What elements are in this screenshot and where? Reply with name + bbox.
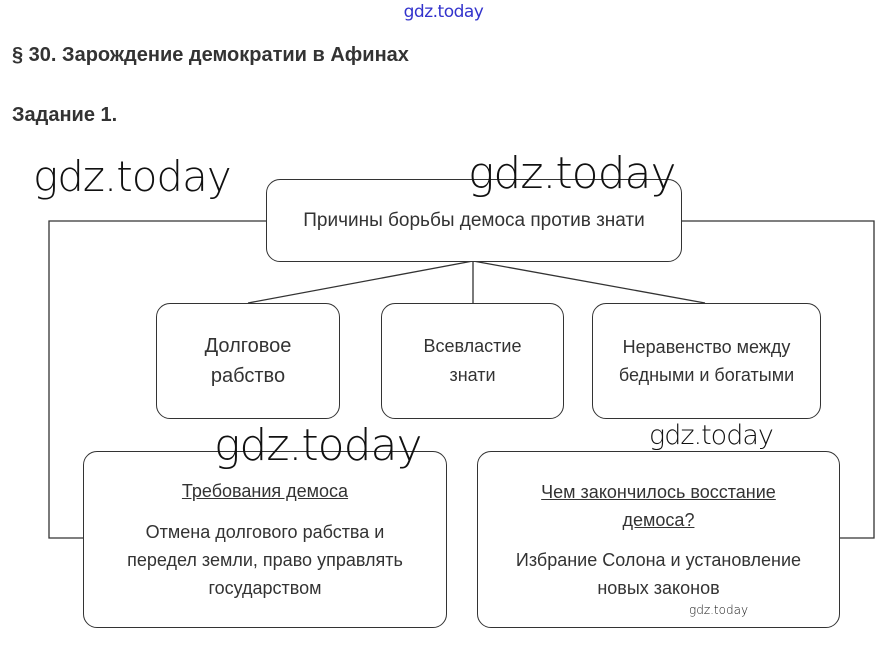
cause-text: Неравенство между бедными и богатыми [618,337,795,385]
right-connector [681,220,875,539]
task-heading: Задание 1. [12,104,118,126]
outcome-box: Чем закончилось восстание демоса? Избран… [477,451,840,628]
watermark: gdz.today [649,420,774,451]
left-connector [48,220,266,539]
outcome-text: Избрание Солона и установление новых зак… [515,549,802,598]
root-text: Причины борьбы демоса против знати [303,209,645,231]
connector-cause-3 [472,260,706,304]
watermark-top: gdz.today [403,2,484,22]
cause-box-2: Всевластие знати [381,303,564,419]
watermark: gdz.today [468,148,677,199]
cause-box-3: Неравенство между бедными и богатыми [592,303,821,419]
demands-box: Требования демоса Отмена долгового рабст… [83,451,447,628]
page-title: § 30. Зарождение демократии в Афинах [12,44,409,66]
root-box: Причины борьбы демоса против знати [266,179,682,262]
demands-heading: Требования демоса [181,481,349,501]
watermark: gdz.today [33,152,232,201]
cause-text: Всевластие знати [423,336,522,385]
cause-text: Долговое рабство [204,335,292,387]
demands-text: Отмена долгового рабства и передел земли… [127,522,403,598]
watermark: gdz.today [689,603,749,617]
connector-cause-1 [247,260,474,304]
outcome-heading: Чем закончилось восстание демоса? [541,481,776,530]
watermark: gdz.today [214,420,423,471]
cause-box-1: Долговое рабство [156,303,340,419]
